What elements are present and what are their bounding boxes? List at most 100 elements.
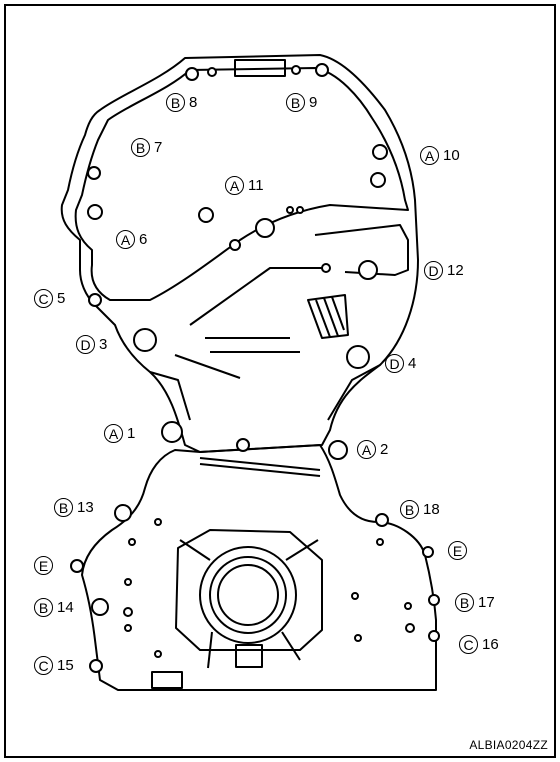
callout-letter: B	[54, 498, 73, 517]
rib-diagonal-2	[174, 354, 241, 379]
callout-A6: A 6	[116, 230, 147, 249]
web-right	[327, 364, 381, 421]
callout-number: 16	[482, 636, 499, 653]
callout-letter: E	[34, 556, 53, 575]
callout-letter: A	[357, 440, 376, 459]
callout-number: 10	[443, 147, 460, 164]
figure-frame	[4, 4, 556, 758]
callout-C16: C 16	[459, 635, 499, 654]
callout-B8: B 8	[166, 93, 197, 112]
callout-letter: B	[166, 93, 185, 112]
bolt-hole-2	[328, 440, 348, 460]
small-hole-g	[124, 578, 132, 586]
callout-number: 7	[154, 139, 163, 156]
small-hole-q	[291, 65, 301, 75]
callout-C15: C 15	[34, 656, 74, 675]
callout-number: 15	[57, 657, 74, 674]
bolt-hole-5	[88, 293, 102, 307]
bolt-hole-16	[428, 630, 440, 642]
callout-number: 4	[408, 355, 417, 372]
callout-letter: A	[116, 230, 135, 249]
callout-number: 14	[57, 599, 74, 616]
bolt-hole-15	[89, 659, 103, 673]
lower-strap	[199, 457, 321, 471]
bolt-hole-6	[87, 204, 103, 220]
hatched-block	[307, 294, 349, 339]
callout-number: 6	[139, 231, 148, 248]
callout-B14: B 14	[34, 598, 74, 617]
bolt-hole-E2	[422, 546, 434, 558]
small-hole-c	[370, 172, 386, 188]
callout-number: 2	[380, 441, 389, 458]
callout-letter: A	[225, 176, 244, 195]
bolt-hole-12	[358, 260, 378, 280]
callout-letter: D	[76, 335, 95, 354]
callout-number: 3	[99, 336, 108, 353]
bolt-hole-3	[133, 328, 157, 352]
small-hole-r	[286, 206, 294, 214]
callout-A2: A 2	[357, 440, 388, 459]
callout-letter: B	[286, 93, 305, 112]
callout-A1: A 1	[104, 424, 135, 443]
callout-number: 8	[189, 94, 198, 111]
callout-E-right: E	[448, 541, 467, 560]
bolt-hole-17	[428, 594, 440, 606]
bolt-hole-1	[161, 421, 183, 443]
upper-gasket-edge	[74, 67, 409, 301]
small-hole-h	[351, 592, 359, 600]
small-hole-f	[128, 538, 136, 546]
bottom-tab	[151, 671, 183, 689]
callout-letter: A	[420, 146, 439, 165]
callout-B9: B 9	[286, 93, 317, 112]
callout-D4: D 4	[385, 354, 416, 373]
camshaft-hole	[255, 218, 275, 238]
callout-letter: B	[131, 138, 150, 157]
bolt-hole-9	[315, 63, 329, 77]
callout-letter: C	[34, 656, 53, 675]
small-hole-b	[236, 438, 250, 452]
crank-seal-outer	[199, 546, 297, 644]
crank-housing	[175, 529, 323, 651]
small-hole-d	[321, 263, 331, 273]
callout-B7: B 7	[131, 138, 162, 157]
bolt-hole-8	[185, 67, 199, 81]
bolt-hole-10	[372, 144, 388, 160]
crank-key	[235, 644, 263, 668]
bolt-hole-14	[91, 598, 109, 616]
bolt-hole-E1	[70, 559, 84, 573]
bolt-hole-7	[87, 166, 101, 180]
small-hole-o	[405, 623, 415, 633]
rib-diagonal	[189, 267, 330, 326]
bolt-hole-18	[375, 513, 389, 527]
callout-B17: B 17	[455, 593, 495, 612]
callout-number: 11	[248, 177, 264, 194]
callout-number: 18	[423, 501, 440, 518]
web-left	[149, 371, 191, 421]
crank-seal-inner	[209, 556, 287, 634]
callout-number: 13	[77, 499, 94, 516]
bolt-hole-4	[346, 345, 370, 369]
small-hole-i	[354, 634, 362, 642]
small-hole-j	[404, 602, 412, 610]
small-hole-a	[229, 239, 241, 251]
bolt-hole-13	[114, 504, 132, 522]
callout-A11: A 11	[225, 176, 264, 195]
callout-letter: D	[424, 261, 443, 280]
callout-letter: B	[34, 598, 53, 617]
crank-seal-core	[217, 564, 279, 626]
tensioner-bracket	[314, 224, 409, 276]
small-hole-m	[376, 538, 384, 546]
callout-D12: D 12	[424, 261, 464, 280]
callout-number: 9	[309, 94, 318, 111]
callout-letter: C	[459, 635, 478, 654]
small-hole-s	[296, 206, 304, 214]
small-hole-n	[123, 607, 133, 617]
callout-number: 17	[478, 594, 495, 611]
callout-number: 12	[447, 262, 464, 279]
callout-B13: B 13	[54, 498, 94, 517]
small-hole-p	[207, 67, 217, 77]
callout-D3: D 3	[76, 335, 107, 354]
callout-letter: B	[400, 500, 419, 519]
callout-C5: C 5	[34, 289, 65, 308]
